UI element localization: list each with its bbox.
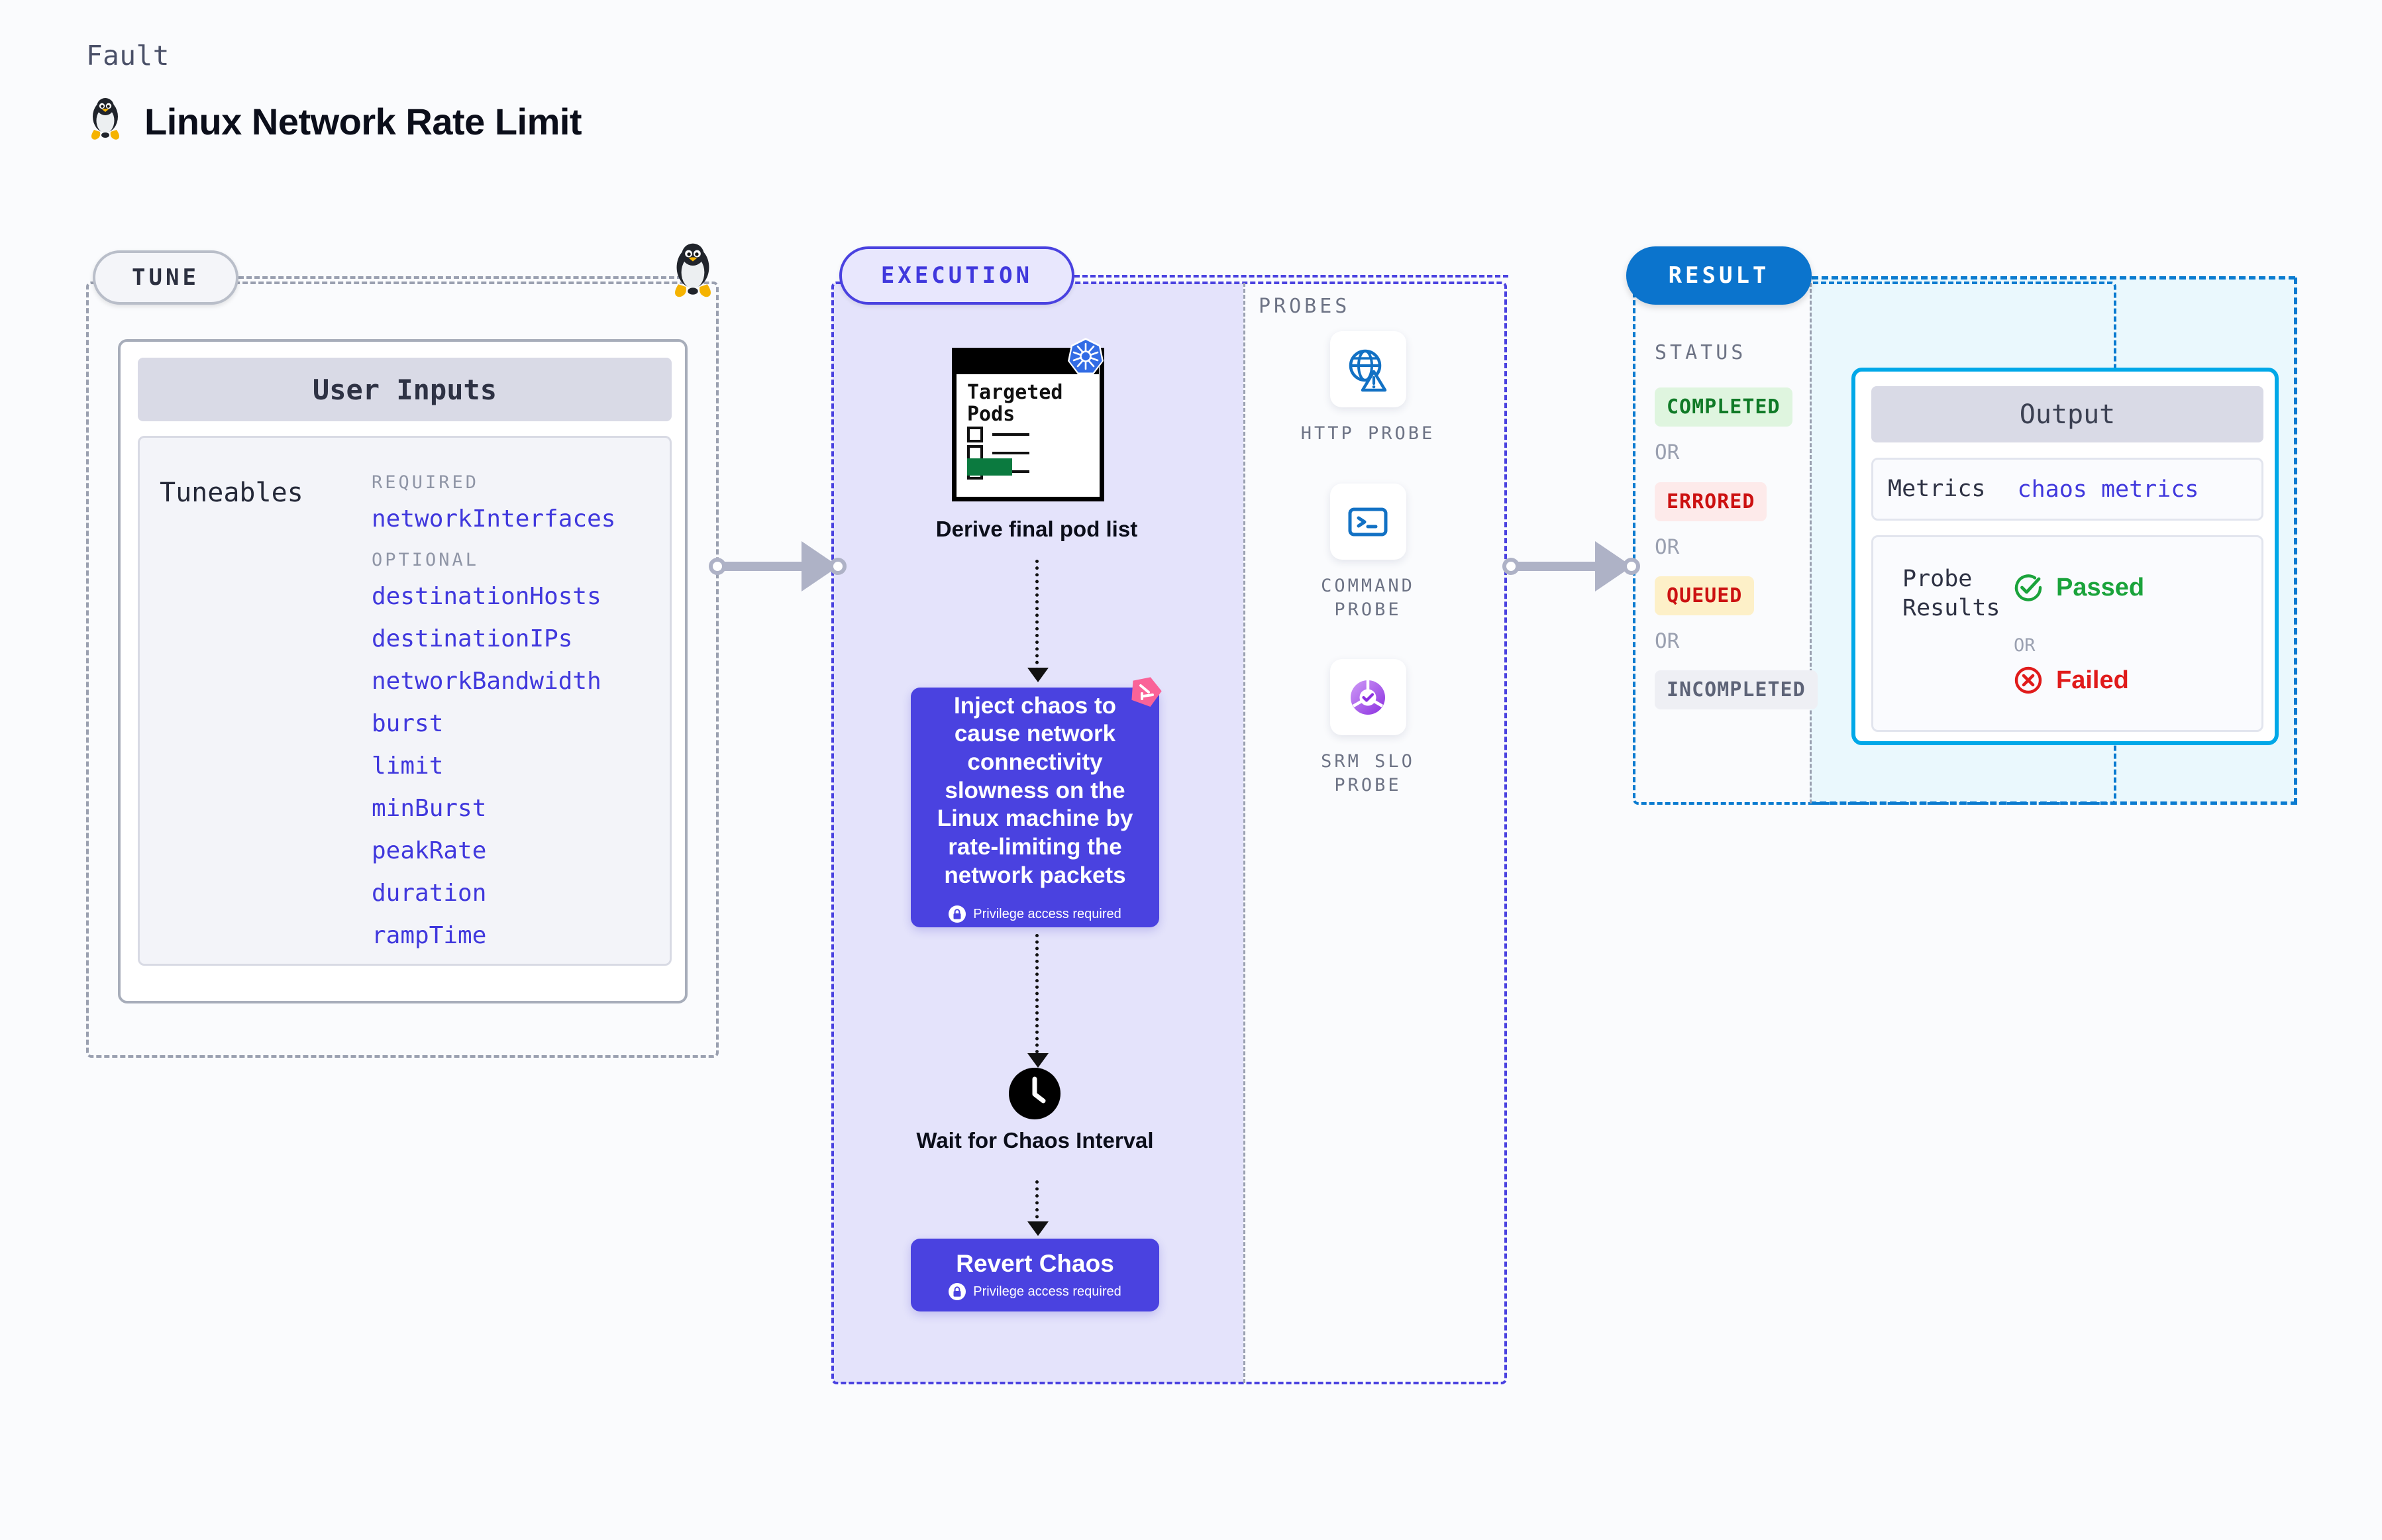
litmuschaos-icon [1126, 672, 1165, 711]
probe-command[interactable]: COMMAND PROBE [1298, 484, 1437, 623]
probe-result-failed: Failed [2012, 664, 2129, 696]
status-badge-incompleted: INCOMPLETED [1655, 670, 1818, 709]
tuneable-minburst[interactable]: minBurst [372, 795, 487, 822]
result-output-divider [1810, 283, 1812, 803]
user-inputs-card: User Inputs Tuneables REQUIRED networkIn… [118, 339, 688, 1003]
connector-tune-to-execution [709, 537, 854, 596]
execution-probes-divider [1243, 283, 1245, 1383]
probes-section-label: PROBES [1259, 295, 1351, 318]
tune-section-pill[interactable]: TUNE [93, 250, 238, 305]
tuneable-destinationips[interactable]: destinationIPs [372, 625, 573, 652]
eyebrow-label: Fault [86, 40, 170, 72]
or-separator: OR [1655, 440, 1680, 464]
status-badge-queued: QUEUED [1655, 576, 1755, 615]
result-section-pill[interactable]: RESULT [1626, 246, 1812, 305]
revert-chaos-label: Revert Chaos [956, 1250, 1114, 1277]
clock-icon [1009, 1068, 1061, 1119]
tuneable-destinationhosts[interactable]: destinationHosts [372, 583, 601, 610]
linux-tux-icon [86, 97, 125, 146]
flow-connector [1035, 1180, 1039, 1225]
srm-slo-donut-icon [1329, 659, 1406, 735]
title-row: Linux Network Rate Limit [86, 97, 582, 146]
linux-tux-icon [668, 242, 718, 301]
tuneables-group-heading-optional: OPTIONAL [372, 550, 480, 570]
revert-chaos-step[interactable]: Revert Chaos Privilege access required [911, 1239, 1159, 1311]
flow-arrow-icon [1027, 1221, 1049, 1236]
page-title: Linux Network Rate Limit [144, 101, 582, 142]
inject-chaos-text: Inject chaos to cause network connectivi… [937, 692, 1133, 888]
x-circle-icon [2014, 666, 2042, 694]
tuneable-peakrate[interactable]: peakRate [372, 837, 487, 864]
tuneable-ramptime[interactable]: rampTime [372, 922, 487, 949]
probe-http-label: HTTP PROBE [1300, 423, 1435, 444]
probe-result-passed: Passed [2012, 572, 2144, 603]
lock-icon [949, 1283, 966, 1300]
tune-section-frame [86, 282, 719, 1058]
metrics-value[interactable]: chaos metrics [2017, 476, 2199, 503]
checkbox-icon [967, 427, 983, 442]
tuneable-duration[interactable]: duration [372, 880, 487, 907]
lock-icon [949, 905, 966, 923]
or-separator: OR [1655, 629, 1680, 653]
derive-final-pod-list-label: Derive final pod list [935, 517, 1138, 541]
execution-divider-line [1074, 275, 1508, 278]
tuneables-box: Tuneables REQUIRED networkInterfaces OPT… [138, 436, 672, 966]
flow-connector [1035, 560, 1039, 671]
status-badge-completed: COMPLETED [1655, 387, 1792, 427]
privilege-access-label: Privilege access required [973, 906, 1121, 921]
tuneable-networkinterfaces[interactable]: networkInterfaces [372, 505, 616, 533]
privilege-access-note: Privilege access required [949, 905, 1121, 923]
wait-for-chaos-interval-label: Wait for Chaos Interval [916, 1128, 1154, 1153]
flow-connector [1035, 934, 1039, 1060]
execution-section-pill[interactable]: EXECUTION [839, 246, 1074, 305]
passed-label: Passed [2056, 573, 2145, 601]
status-label: STATUS [1655, 341, 1747, 364]
inject-chaos-step[interactable]: Inject chaos to cause network connectivi… [911, 688, 1159, 927]
page-header: Fault Linux Network Rate Limit [86, 40, 582, 146]
check-circle-icon [2014, 574, 2042, 601]
metrics-key: Metrics [1888, 475, 1986, 502]
status-badge-errored: ERRORED [1655, 482, 1767, 521]
or-separator: OR [1655, 535, 1680, 559]
tuneables-list: REQUIRED networkInterfaces OPTIONAL dest… [372, 472, 656, 966]
flow-arrow-icon [1027, 1053, 1049, 1068]
user-inputs-title: User Inputs [138, 358, 672, 421]
metrics-row: Metrics chaos metrics [1871, 458, 2263, 521]
tuneables-group-heading-required: REQUIRED [372, 472, 480, 493]
flow-arrow-icon [1027, 668, 1049, 682]
kubernetes-icon [1064, 336, 1107, 378]
result-divider-line [1812, 276, 2295, 280]
tuneable-limit[interactable]: limit [372, 752, 444, 780]
privilege-access-note: Privilege access required [949, 1283, 1121, 1300]
pod-list-item [967, 427, 1029, 442]
connector-execution-to-result [1502, 537, 1648, 596]
pods-status-bar [967, 458, 1012, 476]
probe-http[interactable]: HTTP PROBE [1298, 331, 1437, 446]
tuneable-burst[interactable]: burst [372, 710, 444, 737]
targeted-pods-title: Targeted Pods [967, 381, 1063, 426]
probe-srm-slo[interactable]: SRM SLO PROBE [1298, 659, 1437, 798]
terminal-icon [1329, 484, 1406, 560]
globe-alert-icon [1329, 331, 1406, 407]
tune-divider-line [238, 276, 682, 279]
probe-srm-slo-label: SRM SLO PROBE [1321, 751, 1415, 796]
privilege-access-label: Privilege access required [973, 1284, 1121, 1299]
or-separator: OR [2014, 635, 2036, 656]
tuneable-networkbandwidth[interactable]: networkBandwidth [372, 668, 601, 695]
tuneables-label: Tuneables [160, 478, 303, 508]
probe-command-label: COMMAND PROBE [1321, 576, 1415, 621]
failed-label: Failed [2056, 666, 2129, 694]
output-title: Output [1871, 386, 2263, 442]
execution-section-frame [831, 282, 1507, 1384]
